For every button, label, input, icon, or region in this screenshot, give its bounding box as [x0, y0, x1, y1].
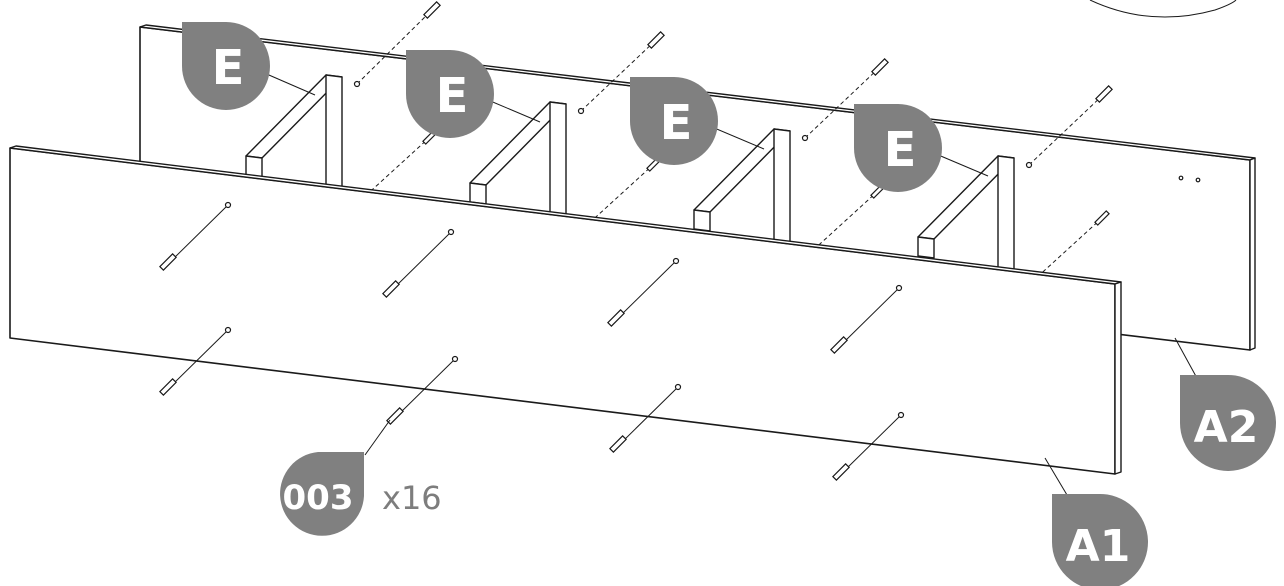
callout-e-1: E [182, 22, 270, 110]
callout-leaders [261, 71, 1199, 501]
fastener-quantity: x16 [382, 479, 442, 517]
svg-text:E: E [884, 122, 917, 178]
partition-e-3 [693, 128, 791, 245]
svg-text:A2: A2 [1194, 402, 1259, 453]
partition-e-4 [917, 155, 1015, 272]
svg-text:003: 003 [283, 478, 354, 518]
partition-e-1 [245, 74, 343, 191]
front-panel-a1 [9, 145, 1122, 475]
callout-a2: A2 [1180, 374, 1276, 471]
callout-e-2: E [406, 50, 494, 138]
callout-fastener-003: 003 x16 [280, 452, 442, 536]
svg-text:E: E [436, 68, 469, 124]
svg-text:A1: A1 [1066, 521, 1131, 572]
front-fasteners [159, 201, 905, 481]
callout-e-4: E [854, 104, 942, 192]
detail-circle-arc [1089, 0, 1237, 18]
partition-panels [245, 74, 1015, 272]
callout-e-3: E [630, 77, 718, 165]
svg-text:E: E [660, 95, 693, 151]
partition-e-2 [469, 101, 567, 218]
callout-a1: A1 [1052, 493, 1148, 586]
svg-text:E: E [212, 40, 245, 96]
back-fasteners [353, 1, 1113, 226]
